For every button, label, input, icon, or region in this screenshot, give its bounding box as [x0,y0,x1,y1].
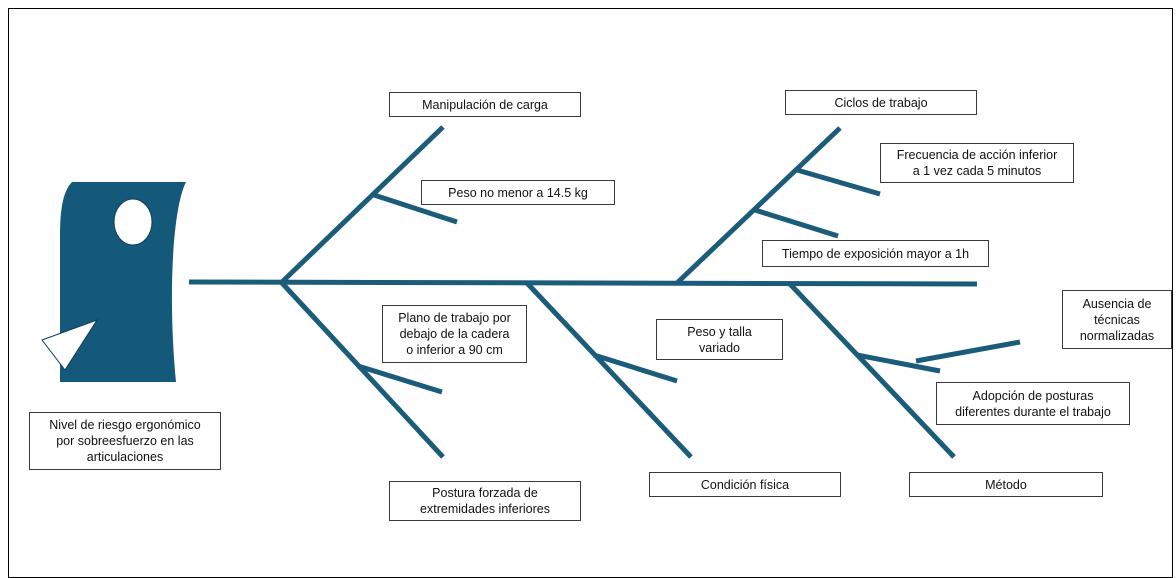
sub-bone-plano [357,363,443,395]
category-metodo: Método [909,472,1103,497]
category-condicion: Condición física [649,472,841,497]
cause-peso-no-menor: Peso no menor a 14.5 kg [421,180,615,205]
cause-plano-trabajo: Plano de trabajo por debajo de la cadera… [382,305,527,363]
bone-metodo [788,282,956,459]
cause-peso-talla: Peso y talla variado [656,319,783,360]
spine-bone [188,279,978,287]
bone-condicion [525,281,693,459]
sub-bone-adopcion [856,352,941,374]
cause-frecuencia: Frecuencia de acción inferior a 1 vez ca… [880,143,1074,183]
fish-mouth [41,319,99,371]
sub-bone-peso-carga [373,192,458,225]
sub-bone-tiempo [754,207,839,239]
category-manipulacion: Manipulación de carga [389,92,581,117]
fish-head-shape [60,182,186,382]
cause-tiempo-exposicion: Tiempo de exposición mayor a 1h [762,240,989,267]
cause-ausencia-tecnicas: Ausencia de técnicas normalizadas [1062,290,1172,349]
bone-manipulacion [280,125,445,284]
sub-bone-ausencia [915,339,1021,364]
sub-bone-frecuencia [796,167,881,197]
fish-head [41,182,186,382]
category-ciclos: Ciclos de trabajo [785,90,977,115]
cause-adopcion-posturas: Adopción de posturas diferentes durante … [936,382,1130,425]
category-postura: Postura forzada de extremidades inferior… [389,481,581,521]
effect-label: Nivel de riesgo ergonómico por sobreesfu… [29,412,221,470]
fish-eye [113,198,153,246]
sub-bone-peso-talla [593,352,678,384]
bone-ciclos [675,126,842,285]
